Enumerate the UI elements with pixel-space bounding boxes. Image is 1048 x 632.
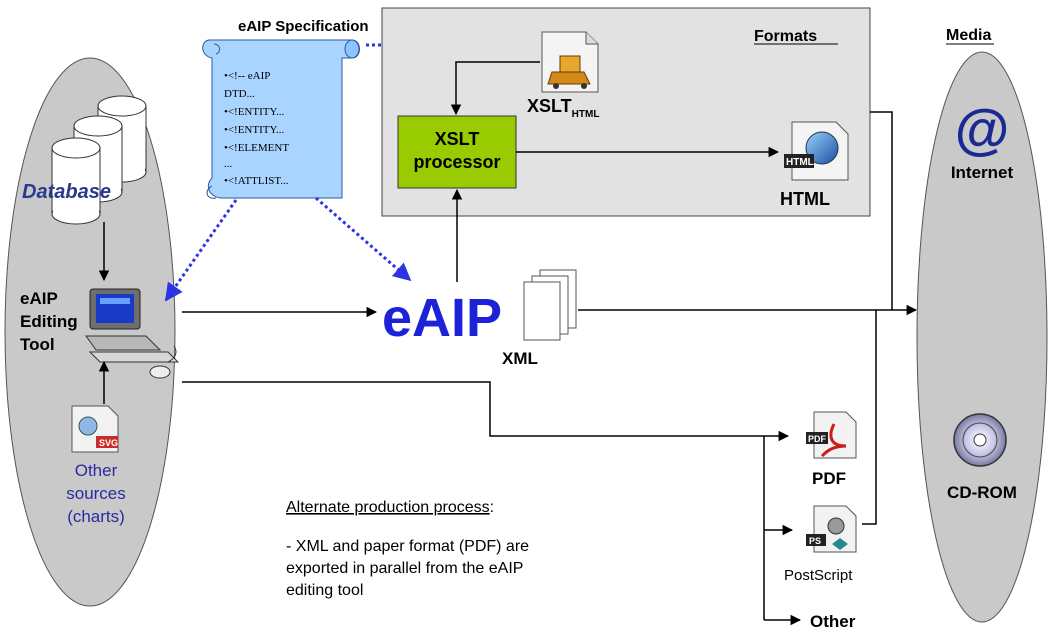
tool-label-line2: Editing — [20, 312, 78, 331]
spec-line: •<!ELEMENT — [224, 142, 289, 154]
xml-document-stack-icon — [523, 269, 577, 341]
svg-text:PS: PS — [809, 536, 821, 546]
tool-to-outputs-line — [182, 381, 790, 442]
html-document-icon: HTML — [784, 121, 849, 181]
xml-label: XML — [502, 349, 538, 368]
xslt-processor-line1: XSLT — [435, 129, 480, 149]
xslt-to-processor-arrow — [450, 61, 540, 116]
note-heading: Alternate production process: — [286, 499, 494, 516]
xslt-html-label: XSLTHTML — [527, 96, 599, 120]
svg-text:PDF: PDF — [808, 434, 827, 444]
spec-title: eAIP Specification — [238, 18, 369, 35]
spec-to-tool-dotted-arrow — [164, 199, 238, 302]
spec-line: •<!ENTITY... — [224, 124, 285, 136]
xslt-document-icon — [541, 31, 599, 93]
note-line2: exported in parallel from the eAIP — [286, 560, 523, 577]
xslt-processor-line2: processor — [413, 152, 500, 172]
media-title: Media — [946, 27, 991, 44]
internet-label: Internet — [951, 163, 1014, 182]
other-sources-line1: Other — [75, 461, 118, 480]
postscript-document-icon: PS — [806, 505, 857, 553]
spec-line: ... — [224, 158, 233, 170]
pdf-document-icon: PDF — [806, 411, 857, 459]
spec-line: •<!-- eAIP — [224, 70, 270, 82]
database-label: Database — [22, 181, 111, 203]
spec-line: •<!ATTLIST... — [224, 175, 289, 187]
spec-scroll — [202, 39, 360, 199]
other-sources-line2: sources — [66, 484, 126, 503]
note-line3: editing tool — [286, 582, 363, 599]
spec-to-eaip-dotted-arrow — [315, 196, 412, 282]
other-sources-line3: (charts) — [67, 507, 125, 526]
html-label: HTML — [780, 189, 830, 209]
svg-document-icon: SVG — [71, 405, 119, 453]
svg-text:HTML: HTML — [786, 157, 814, 168]
note-line1: - XML and paper format (PDF) are — [286, 538, 529, 555]
pdf-label: PDF — [812, 469, 846, 488]
sources-ellipse — [4, 57, 176, 607]
html-to-media-line — [870, 111, 893, 310]
cd-rom-label: CD-ROM — [947, 483, 1017, 502]
formats-title: Formats — [754, 28, 817, 45]
postscript-label: PostScript — [784, 567, 853, 584]
svg-text:SVG: SVG — [99, 438, 118, 448]
other-output-label: Other — [810, 612, 856, 631]
spec-line: •<!ENTITY... — [224, 106, 285, 118]
tool-label-line3: Tool — [20, 335, 55, 354]
tool-label-line1: eAIP — [20, 289, 58, 308]
spec-code-lines: •<!-- eAIP DTD... •<!ENTITY... •<!ENTITY… — [224, 70, 289, 187]
media-ellipse — [916, 51, 1048, 623]
postscript-to-media-line — [862, 310, 877, 525]
cd-rom-icon — [953, 413, 1007, 467]
eaip-logo: eAIP — [382, 288, 502, 348]
internet-icon: @ — [955, 97, 1010, 160]
spec-line: DTD... — [224, 88, 255, 100]
database-icon — [51, 95, 147, 225]
svg-text:@: @ — [955, 97, 1010, 160]
computer-icon — [85, 288, 180, 379]
xslt-processor-box — [397, 115, 517, 189]
